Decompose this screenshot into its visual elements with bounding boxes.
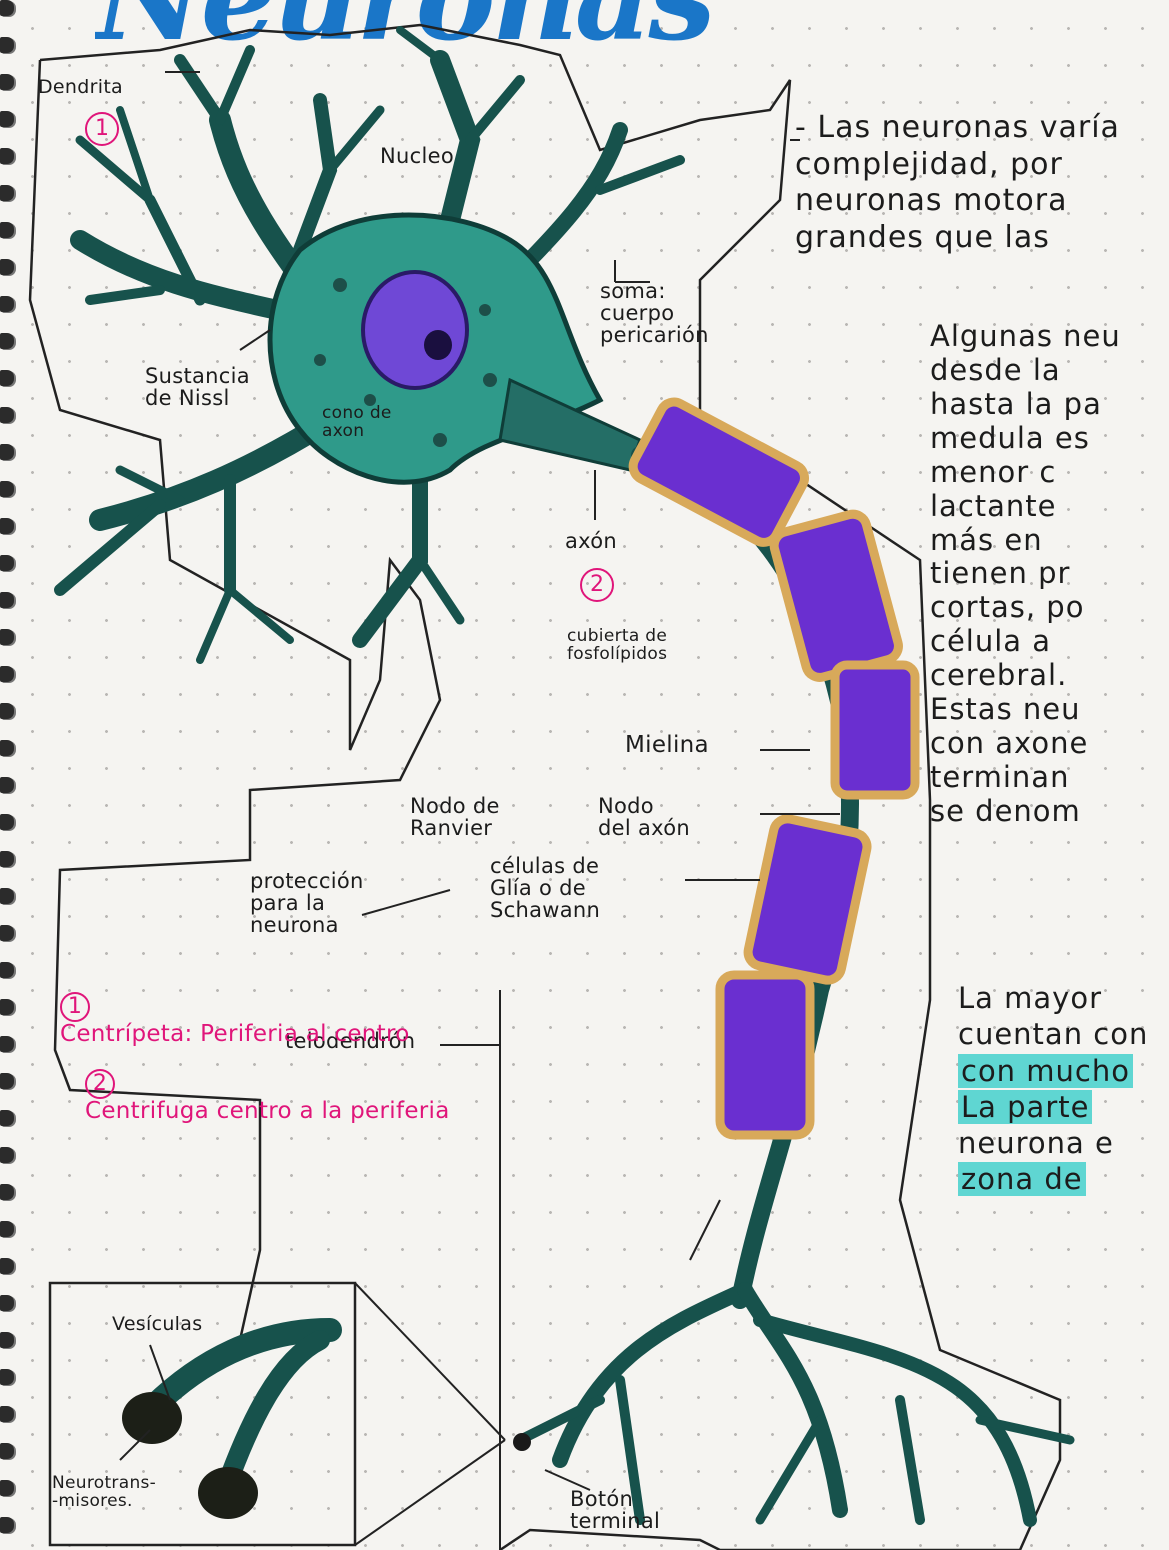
label-soma: soma: cuerpo pericarión — [600, 280, 709, 346]
myelin-segment — [745, 816, 869, 982]
telodendron-branch — [760, 1420, 820, 1520]
nucleus — [363, 272, 467, 388]
myelin-segment — [720, 975, 810, 1135]
vesicle-bulb — [122, 1392, 182, 1444]
legend-item-2: 2 Centrifuga centro a la periferia — [85, 1045, 450, 1123]
vesicle-bulb — [198, 1467, 258, 1519]
myelin-segment — [835, 665, 915, 795]
label-cubierta: cubierta de fosfolípidos — [567, 628, 667, 664]
dendrite-branch — [90, 290, 160, 300]
label-vesiculas: Vesículas — [112, 1315, 202, 1335]
note-paragraph-1: - Las neuronas varía complejidad, por ne… — [795, 110, 1120, 256]
label-num1: 1 — [85, 112, 119, 146]
myelin-segment — [771, 511, 902, 680]
dendrite-branch — [220, 50, 250, 120]
label-neurotransmisores: Neurotrans- -misores. — [52, 1475, 156, 1511]
zoom-line — [355, 1440, 505, 1545]
label-nodo-ranvier: Nodo de Ranvier — [410, 795, 500, 839]
telodendron-branch — [520, 1400, 600, 1440]
legend-item-1: 1 Centrípeta: Periferia al centro — [60, 968, 410, 1046]
dendrite-branch — [420, 560, 460, 620]
label-axon: axón — [565, 530, 617, 552]
label-dendrita: Dendrita — [38, 78, 123, 98]
dendrite-branch — [360, 460, 420, 640]
nucleolus — [424, 330, 452, 360]
dendrite-branch — [230, 590, 290, 640]
dendrite-branch — [180, 60, 220, 120]
label-cono: cono de axon — [322, 405, 392, 441]
label-num2: 2 — [580, 568, 614, 602]
telodendron-branch — [900, 1400, 920, 1520]
myelin-sheaths — [628, 397, 915, 1135]
zoom-line — [355, 1283, 505, 1440]
dendrite-branch — [470, 80, 520, 140]
label-proteccion: protección para la neurona — [250, 870, 364, 936]
dendrite-branch — [200, 590, 230, 660]
terminal-button — [513, 1433, 531, 1451]
label-nucleo: Nucleo — [380, 145, 454, 167]
label-mielina: Mielina — [625, 733, 709, 757]
telodendron — [520, 1290, 1070, 1520]
dendrite-branch — [400, 30, 440, 60]
dendrite-branch — [300, 100, 330, 250]
dendrite-branch — [100, 420, 330, 520]
label-celulas-glia: células de Glía o de Schawann — [490, 855, 600, 921]
telodendron-branch — [560, 1290, 745, 1460]
dendrite-branch — [330, 110, 380, 170]
label-nodo-axon: Nodo del axón — [598, 795, 690, 839]
label-sustancia: Sustancia de Nissl — [145, 365, 250, 409]
myelin-segment — [628, 397, 809, 547]
label-boton: Botón terminal — [570, 1488, 660, 1532]
